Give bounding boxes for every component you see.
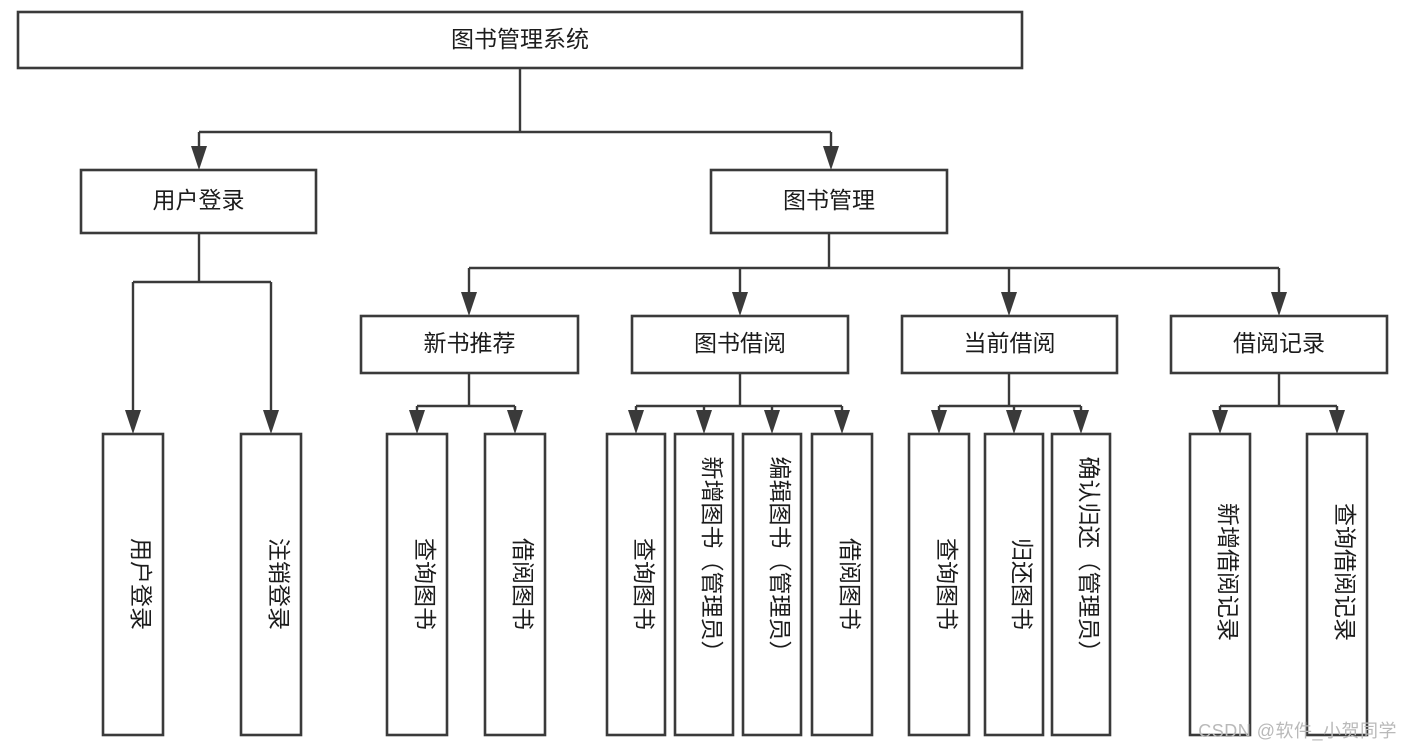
node-new-book-recommend-box[interactable]	[359, 314, 580, 375]
node-leaf-add-book-admin[interactable]: 新增图书（管理员）	[673, 432, 735, 737]
node-leaf-query-book-rec-box[interactable]	[385, 432, 449, 737]
node-leaf-user-login[interactable]: 用户登录	[101, 432, 165, 737]
arrow-to-borrow-record	[1271, 292, 1287, 316]
node-leaf-query-book-current-box[interactable]	[907, 432, 971, 737]
arrow-to-leaf-add-borrow-record	[1212, 410, 1228, 434]
arrow-to-leaf-confirm-return-admin	[1073, 410, 1089, 434]
node-leaf-return-book[interactable]: 归还图书	[983, 432, 1045, 737]
arrow-to-leaf-borrow-book	[834, 410, 850, 434]
arrow-to-leaf-query-borrow-record	[1329, 410, 1345, 434]
node-book-management[interactable]: 图书管理	[709, 168, 949, 235]
node-leaf-query-book-rec-label: 查询图书	[412, 538, 438, 630]
node-leaf-query-book-borrow[interactable]: 查询图书	[605, 432, 667, 737]
node-leaf-query-book-borrow-label: 查询图书	[631, 538, 657, 630]
node-root-label: 图书管理系统	[451, 26, 589, 52]
node-leaf-query-borrow-record-label: 查询借阅记录	[1332, 503, 1358, 641]
arrow-to-leaf-borrow-book-rec	[507, 410, 523, 434]
node-leaf-confirm-return-admin-box[interactable]	[1050, 432, 1112, 737]
node-root-box[interactable]	[16, 10, 1024, 70]
node-leaf-logout-login-box[interactable]	[239, 432, 303, 737]
connector-book-management-bus	[467, 233, 1281, 301]
connector-layer	[125, 68, 1345, 434]
arrow-to-leaf-query-book-current	[931, 410, 947, 434]
node-leaf-borrow-book-rec-box[interactable]	[483, 432, 547, 737]
node-borrow-record[interactable]: 借阅记录	[1169, 314, 1389, 375]
node-new-book-recommend-label: 新书推荐	[424, 330, 516, 356]
node-user-login-label: 用户登录	[153, 187, 245, 213]
node-new-book-recommend[interactable]: 新书推荐	[359, 314, 580, 375]
arrow-to-leaf-add-book-admin	[696, 410, 712, 434]
connector-book-borrow-bus	[634, 373, 844, 418]
node-leaf-borrow-book-label: 借阅图书	[837, 538, 863, 630]
node-book-management-box[interactable]	[709, 168, 949, 235]
arrow-to-leaf-query-book-borrow	[628, 410, 644, 434]
node-current-borrow-box[interactable]	[900, 314, 1119, 375]
node-leaf-add-book-admin-label: 新增图书（管理员）	[699, 457, 725, 664]
node-leaf-confirm-return-admin-label: 确认归还（管理员）	[1076, 457, 1102, 664]
node-borrow-record-box[interactable]	[1169, 314, 1389, 375]
node-leaf-return-book-label: 归还图书	[1009, 538, 1035, 630]
arrow-to-new-book-recommend	[461, 292, 477, 316]
arrow-to-user-login	[191, 146, 207, 170]
node-leaf-return-book-box[interactable]	[983, 432, 1045, 737]
arrow-to-current-borrow	[1001, 292, 1017, 316]
node-leaf-logout-login-label: 注销登录	[266, 538, 292, 630]
arrow-to-leaf-logout-login	[263, 410, 279, 434]
node-leaf-query-borrow-record-box[interactable]	[1305, 432, 1369, 737]
node-leaf-add-book-admin-box[interactable]	[673, 432, 735, 737]
node-leaf-borrow-book-rec-label: 借阅图书	[510, 538, 536, 630]
connector-borrow-record-bus	[1218, 373, 1339, 418]
node-leaf-query-book-rec[interactable]: 查询图书	[385, 432, 449, 737]
arrow-to-leaf-user-login	[125, 410, 141, 434]
node-book-borrow-box[interactable]	[630, 314, 850, 375]
node-leaf-query-borrow-record[interactable]: 查询借阅记录	[1305, 432, 1369, 737]
arrow-to-leaf-edit-book-admin	[764, 410, 780, 434]
node-leaf-add-borrow-record-box[interactable]	[1188, 432, 1252, 737]
node-leaf-query-book-current[interactable]: 查询图书	[907, 432, 971, 737]
watermark: CSDN @软件_小贺同学	[1198, 721, 1397, 741]
node-leaf-user-login-label: 用户登录	[128, 538, 154, 630]
node-leaf-query-book-current-label: 查询图书	[934, 538, 960, 630]
arrow-to-leaf-query-book-rec	[409, 410, 425, 434]
node-current-borrow[interactable]: 当前借阅	[900, 314, 1119, 375]
node-book-borrow[interactable]: 图书借阅	[630, 314, 850, 375]
node-leaf-confirm-return-admin[interactable]: 确认归还（管理员）	[1050, 432, 1112, 737]
arrow-to-book-borrow	[732, 292, 748, 316]
node-user-login[interactable]: 用户登录	[79, 168, 318, 235]
connector-user-login-bus	[131, 233, 273, 418]
node-leaf-user-login-box[interactable]	[101, 432, 165, 737]
node-borrow-record-label: 借阅记录	[1233, 330, 1325, 356]
node-leaf-logout-login[interactable]: 注销登录	[239, 432, 303, 737]
connector-new-book-recommend-bus	[415, 373, 517, 418]
connector-root-bus	[197, 68, 833, 155]
node-leaf-edit-book-admin-box[interactable]	[741, 432, 803, 737]
leaf-layer: 用户登录 注销登录 查询图书 借阅图书 查询图书 新增图书（管理员）	[101, 432, 1369, 737]
node-leaf-add-borrow-record[interactable]: 新增借阅记录	[1188, 432, 1252, 737]
arrow-to-leaf-return-book	[1006, 410, 1022, 434]
node-current-borrow-label: 当前借阅	[964, 330, 1056, 356]
node-user-login-box[interactable]	[79, 168, 318, 235]
node-leaf-query-book-borrow-box[interactable]	[605, 432, 667, 737]
node-leaf-borrow-book[interactable]: 借阅图书	[810, 432, 874, 737]
node-leaf-edit-book-admin[interactable]: 编辑图书（管理员）	[741, 432, 803, 737]
node-leaf-add-borrow-record-label: 新增借阅记录	[1215, 503, 1241, 641]
node-leaf-borrow-book-rec[interactable]: 借阅图书	[483, 432, 547, 737]
node-book-management-label: 图书管理	[783, 187, 875, 213]
node-leaf-edit-book-admin-label: 编辑图书（管理员）	[767, 457, 793, 664]
node-book-borrow-label: 图书借阅	[694, 330, 786, 356]
node-root[interactable]: 图书管理系统	[16, 10, 1024, 70]
node-leaf-borrow-book-box[interactable]	[810, 432, 874, 737]
arrow-to-book-management	[823, 146, 839, 170]
